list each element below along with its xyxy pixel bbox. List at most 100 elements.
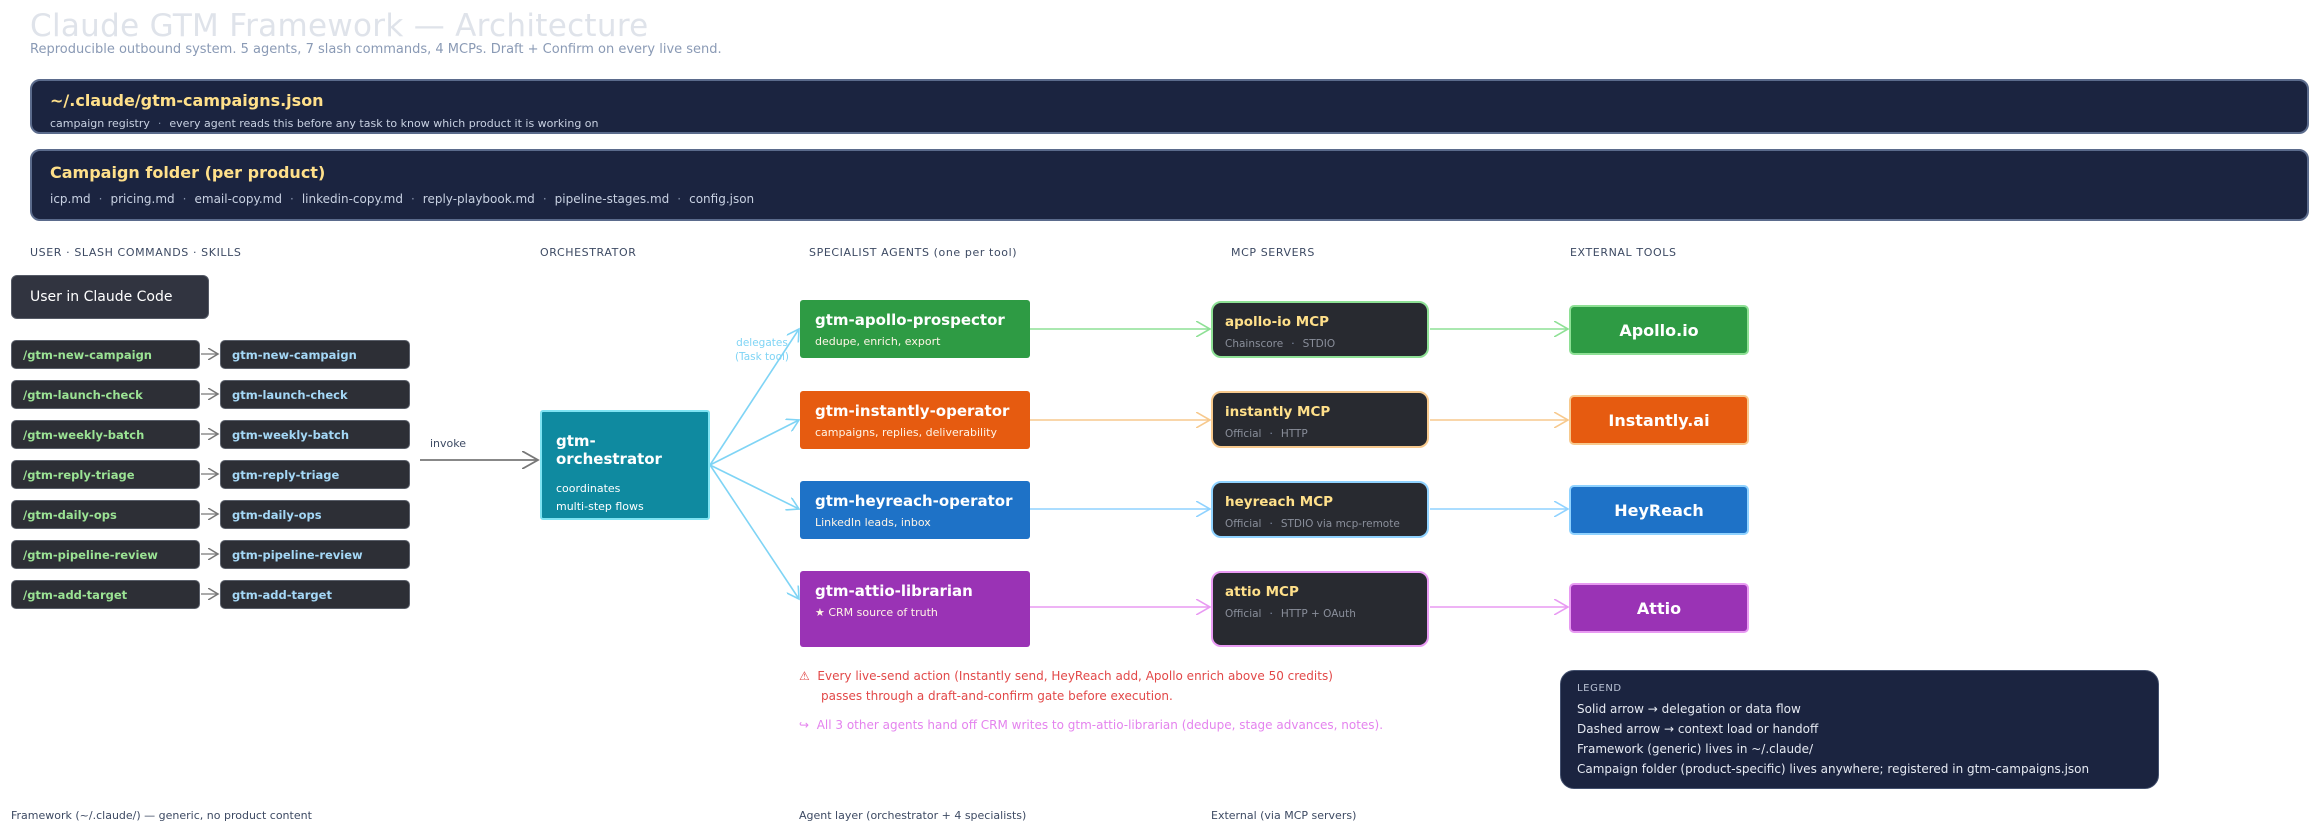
- mcp-transport: HTTP + OAuth: [1280, 608, 1356, 620]
- skill[interactable]: gtm-new-campaign: [220, 340, 410, 369]
- draft-confirm-warning: ⚠ Every live-send action (Instantly send…: [799, 666, 1333, 706]
- legend-panel: LEGEND Solid arrow → delegation or data …: [1560, 670, 2159, 789]
- user-in-claude-code: User in Claude Code: [11, 275, 209, 319]
- mcp-transport: STDIO: [1302, 338, 1336, 350]
- mcp-transport: STDIO via mcp-remote: [1280, 518, 1400, 530]
- file-name: config.json: [689, 192, 755, 206]
- tool-heyreach[interactable]: HeyReach: [1569, 485, 1749, 535]
- mcp-subtitle: Official · STDIO via mcp-remote: [1225, 518, 1415, 530]
- registry-title: ~/.claude/gtm-campaigns.json: [50, 91, 324, 110]
- agent-subtitle: LinkedIn leads, inbox: [815, 516, 931, 529]
- separator-dot: ·: [290, 192, 294, 206]
- mcp-title: attio MCP: [1225, 584, 1299, 600]
- crm-handoff-note: ↪ All 3 other agents hand off CRM writes…: [799, 718, 1383, 732]
- agent-title: gtm-attio-librarian: [815, 582, 973, 600]
- file-name: reply-playbook.md: [422, 192, 535, 206]
- mcp-subtitle: Official · HTTP + OAuth: [1225, 608, 1415, 620]
- tool-apollo-io[interactable]: Apollo.io: [1569, 305, 1749, 355]
- skill[interactable]: gtm-launch-check: [220, 380, 410, 409]
- mcp-provider: Official: [1225, 518, 1262, 530]
- registry-sub-text: every agent reads this before any task t…: [169, 117, 599, 130]
- agent-title: gtm-instantly-operator: [815, 402, 1010, 420]
- separator-dot: ·: [1269, 518, 1273, 530]
- mcp-provider: Chainscore: [1225, 338, 1284, 350]
- section-label-specialists: SPECIALIST AGENTS (one per tool): [809, 246, 1018, 259]
- slash-command[interactable]: /gtm-weekly-batch: [11, 420, 200, 449]
- legend-line: Framework (generic) lives in ~/.claude/: [1577, 742, 1814, 756]
- skill[interactable]: gtm-daily-ops: [220, 500, 410, 529]
- skill[interactable]: gtm-add-target: [220, 580, 410, 609]
- skill[interactable]: gtm-pipeline-review: [220, 540, 410, 569]
- tool-attio[interactable]: Attio: [1569, 583, 1749, 633]
- slash-command[interactable]: /gtm-daily-ops: [11, 500, 200, 529]
- legend-line: Campaign folder (product-specific) lives…: [1577, 762, 2090, 776]
- campaign-folder-files: icp.md·pricing.md·email-copy.md·linkedin…: [50, 192, 2289, 206]
- slash-command[interactable]: /gtm-add-target: [11, 580, 200, 609]
- gtm-orchestrator-node[interactable]: gtm-orchestrator coordinates multi-step …: [540, 410, 710, 531]
- footer-external-label: External (via MCP servers): [1211, 809, 1357, 822]
- registry-sub-label: campaign registry: [50, 117, 150, 130]
- section-label-user: USER · SLASH COMMANDS · SKILLS: [30, 246, 242, 259]
- separator-dot: ·: [677, 192, 682, 206]
- separator-dot: ·: [1291, 338, 1295, 350]
- agent-instantly-operator[interactable]: gtm-instantly-operator campaigns, replie…: [800, 391, 1030, 449]
- mcp-subtitle: Chainscore · STDIO: [1225, 338, 1415, 350]
- campaign-folder-bar: Campaign folder (per product) icp.md·pri…: [30, 149, 2309, 221]
- campaign-registry-bar: ~/.claude/gtm-campaigns.json campaign re…: [30, 79, 2309, 134]
- separator-dot: ·: [410, 192, 415, 206]
- tool-instantly-ai[interactable]: Instantly.ai: [1569, 395, 1749, 445]
- mcp-instantly[interactable]: instantly MCP Official·HTTP: [1211, 391, 1429, 448]
- agent-heyreach-operator[interactable]: gtm-heyreach-operator LinkedIn leads, in…: [800, 481, 1030, 539]
- mcp-apollo-io[interactable]: apollo-io MCP Chainscore · STDIO: [1211, 301, 1429, 358]
- separator-dot: ·: [182, 192, 187, 206]
- separator-dot: ·: [157, 117, 162, 130]
- warning-icon: ⚠: [799, 669, 810, 683]
- agent-title: gtm-heyreach-operator: [815, 492, 1013, 510]
- mcp-title: heyreach MCP: [1225, 494, 1334, 510]
- orchestrator-title: gtm-orchestrator: [556, 432, 662, 468]
- file-name: email-copy.md: [194, 192, 283, 206]
- page-subtitle: Reproducible outbound system. 5 agents, …: [30, 42, 722, 57]
- delegates-label: delegates (Task tool): [734, 337, 790, 363]
- handoff-text: All 3 other agents hand off CRM writes t…: [816, 718, 1384, 732]
- page-title: Claude GTM Framework — Architecture: [30, 8, 649, 44]
- warning-line-1: Every live-send action (Instantly send, …: [817, 669, 1333, 683]
- section-label-external: EXTERNAL TOOLS: [1570, 246, 1677, 259]
- legend-line: Dashed arrow → context load or handoff: [1577, 722, 1819, 736]
- slash-command[interactable]: /gtm-new-campaign: [11, 340, 200, 369]
- file-name: linkedin-copy.md: [301, 192, 403, 206]
- mcp-attio[interactable]: attio MCP Official · HTTP + OAuth: [1211, 571, 1429, 647]
- agent-apollo-prospector[interactable]: gtm-apollo-prospector dedupe, enrich, ex…: [800, 300, 1030, 358]
- agent-title: gtm-apollo-prospector: [815, 311, 1005, 329]
- file-name: pricing.md: [110, 192, 175, 206]
- separator-dot: ·: [98, 192, 103, 206]
- separator-dot: ·: [542, 192, 547, 206]
- legend-title: LEGEND: [1577, 683, 1622, 694]
- separator-dot: ·: [1269, 608, 1273, 620]
- agent-attio-librarian[interactable]: gtm-attio-librarian ★ CRM source of trut…: [800, 571, 1030, 647]
- slash-command[interactable]: /gtm-launch-check: [11, 380, 200, 409]
- mcp-heyreach[interactable]: heyreach MCP Official · STDIO via mcp-remo…: [1211, 481, 1429, 538]
- file-name: pipeline-stages.md: [554, 192, 670, 206]
- section-label-orchestrator: ORCHESTRATOR: [540, 246, 637, 259]
- slash-command[interactable]: /gtm-pipeline-review: [11, 540, 200, 569]
- handoff-icon: ↪: [799, 718, 810, 732]
- orchestrator-line: coordinates: [556, 482, 621, 495]
- invoke-label: invoke: [430, 437, 467, 450]
- agent-subtitle: campaigns, replies, deliverability: [815, 426, 997, 439]
- footer-framework-label: Framework (~/.claude/) — generic, no pro…: [11, 809, 312, 822]
- mcp-title: instantly MCP: [1225, 404, 1331, 420]
- campaign-folder-title: Campaign folder (per product): [50, 163, 326, 182]
- mcp-title: apollo-io MCP: [1225, 314, 1330, 330]
- legend-line: Solid arrow → delegation or data flow: [1577, 702, 1801, 716]
- slash-command[interactable]: /gtm-reply-triage: [11, 460, 200, 489]
- section-label-mcp: MCP SERVERS: [1231, 246, 1315, 259]
- mcp-subtitle: Official·HTTP: [1225, 428, 1415, 440]
- skill[interactable]: gtm-weekly-batch: [220, 420, 410, 449]
- skill[interactable]: gtm-reply-triage: [220, 460, 410, 489]
- mcp-provider: Official: [1225, 608, 1262, 620]
- orchestrator-line: via Task tool: [556, 518, 624, 531]
- mcp-transport: HTTP: [1280, 428, 1308, 440]
- separator-dot: ·: [1269, 428, 1273, 440]
